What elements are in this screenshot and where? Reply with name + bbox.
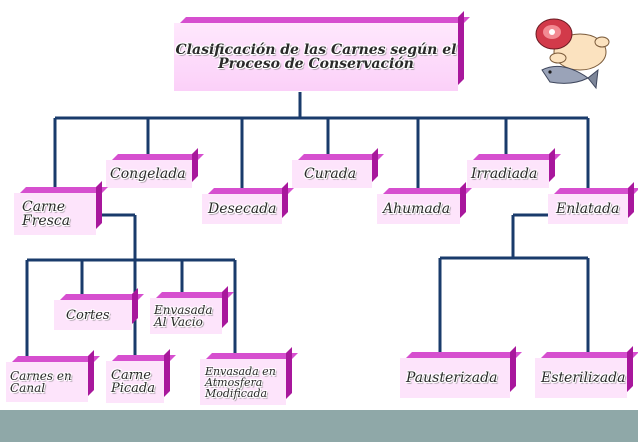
node-label: Curada xyxy=(304,166,357,182)
title-label: Clasificación de las Carnes según el Pro… xyxy=(175,42,457,72)
node-label: Envasada en Atmosfera Modificada xyxy=(205,364,276,400)
title-box: Clasificación de las Carnes según el Pro… xyxy=(174,11,470,91)
node-label: Congelada xyxy=(110,166,186,182)
node-envasada-al-vacio: Envasada Al Vacio xyxy=(150,286,234,334)
node-curada: Curada xyxy=(292,148,384,188)
node-label: Desecada xyxy=(208,201,277,217)
node-label: Envasada Al Vacio xyxy=(154,303,213,329)
meat-ham-icon xyxy=(535,18,573,50)
node-label: Carne Picada xyxy=(111,368,156,396)
node-label: Irradiada xyxy=(471,166,538,182)
node-carne-picada: Carne Picada xyxy=(106,349,176,403)
node-label: Pausterizada xyxy=(406,370,498,386)
node-enlatada: Enlatada xyxy=(548,182,638,224)
node-label: Ahumada xyxy=(383,201,451,217)
meat-poultry-fish-clipart xyxy=(535,18,610,90)
node-congelada: Congelada xyxy=(106,148,204,188)
node-ahumada: Ahumada xyxy=(377,182,472,224)
node-label: Cortes xyxy=(66,307,110,323)
node-label: Carne Fresca xyxy=(22,199,71,229)
node-envasada-atmosfera: Envasada en Atmosfera Modificada xyxy=(200,347,298,405)
node-carne-fresca: Carne Fresca xyxy=(14,181,108,235)
node-esterilizada: Esterilizada xyxy=(535,346,638,398)
node-cortes: Cortes xyxy=(54,288,144,330)
node-label: Esterilizada xyxy=(541,370,626,386)
node-carnes-en-canal: Carnes en Canal xyxy=(6,350,100,402)
node-label: Carnes en Canal xyxy=(10,369,72,395)
footer-bar xyxy=(0,410,638,442)
fish-icon xyxy=(541,65,599,90)
node-pausterizada: Pausterizada xyxy=(400,346,522,398)
node-irradiada: Irradiada xyxy=(467,148,561,188)
node-label: Enlatada xyxy=(556,201,620,217)
node-desecada: Desecada xyxy=(202,182,294,224)
